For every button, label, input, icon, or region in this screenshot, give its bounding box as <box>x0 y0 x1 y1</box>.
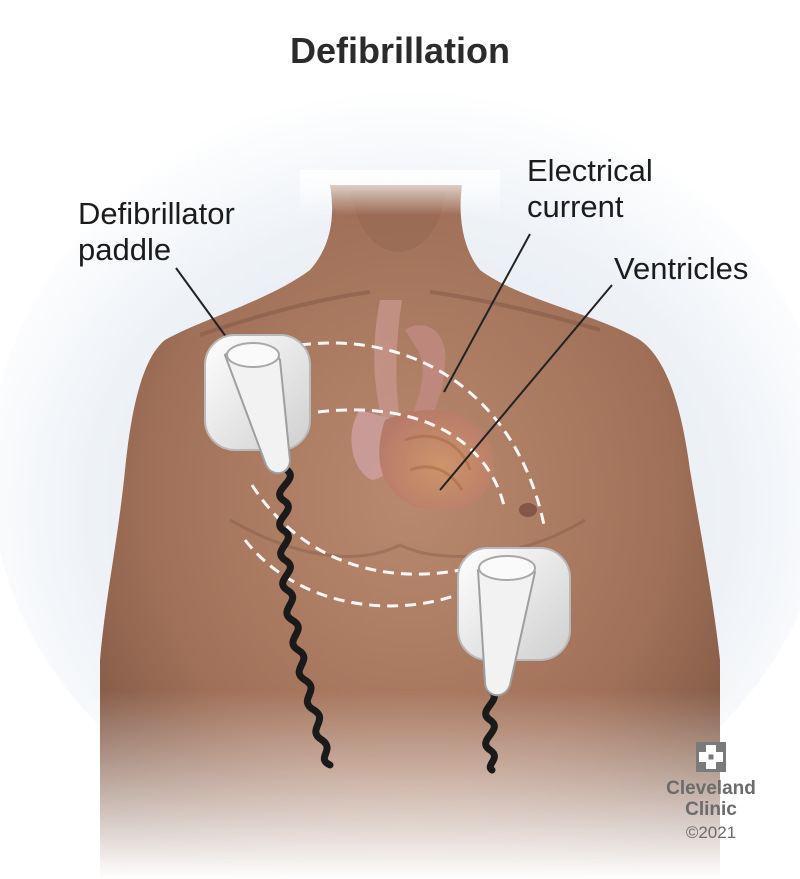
fade-bottom <box>0 690 800 879</box>
pulmonary-vessel <box>405 325 446 420</box>
label-ventricles-line1: Ventricles <box>614 251 749 286</box>
leader-line-ventricles <box>439 284 613 491</box>
current-arc-middle <box>317 408 507 511</box>
label-paddle-line2: paddle <box>78 232 172 267</box>
brand-name-line2: Clinic <box>685 799 737 820</box>
current-arc-outer <box>299 341 547 531</box>
right-paddle-handle-top <box>478 555 536 581</box>
diagram-title: Defibrillation <box>289 30 510 71</box>
electrical-current-arcs <box>243 341 547 608</box>
left-paddle-cable <box>276 466 334 769</box>
label-electrical-current: Electrical current <box>527 153 653 225</box>
collarbone-left <box>199 290 371 337</box>
current-arc-lower <box>243 539 471 608</box>
copyright: ©2021 <box>685 823 737 842</box>
left-paddle-handle-top <box>226 342 280 368</box>
leader-lines <box>175 233 613 491</box>
brand-block: Cleveland Clinic ©2021 <box>655 742 767 844</box>
pectoral-line <box>229 518 586 558</box>
leader-line-paddle <box>175 267 233 346</box>
right-defibrillator-paddle <box>457 547 571 697</box>
ventricles-area <box>379 410 494 511</box>
label-paddle-line1: Defibrillator <box>78 196 235 231</box>
collarbone-right <box>429 290 601 332</box>
nipple <box>519 503 537 517</box>
label-ventricles: Ventricles <box>614 251 748 287</box>
heart <box>351 300 494 511</box>
right-paddle-cable <box>482 686 498 774</box>
ventricle-texture <box>404 434 472 491</box>
leader-line-current <box>443 233 531 393</box>
label-current-line2: current <box>527 189 624 224</box>
fade-top <box>300 170 500 215</box>
left-defibrillator-paddle <box>204 334 311 475</box>
brand-name-line1: Cleveland <box>666 778 756 799</box>
label-defibrillator-paddle: Defibrillator paddle <box>78 196 235 268</box>
aorta <box>374 300 402 420</box>
cleveland-clinic-logo-icon <box>696 742 726 772</box>
label-current-line1: Electrical <box>527 153 653 188</box>
